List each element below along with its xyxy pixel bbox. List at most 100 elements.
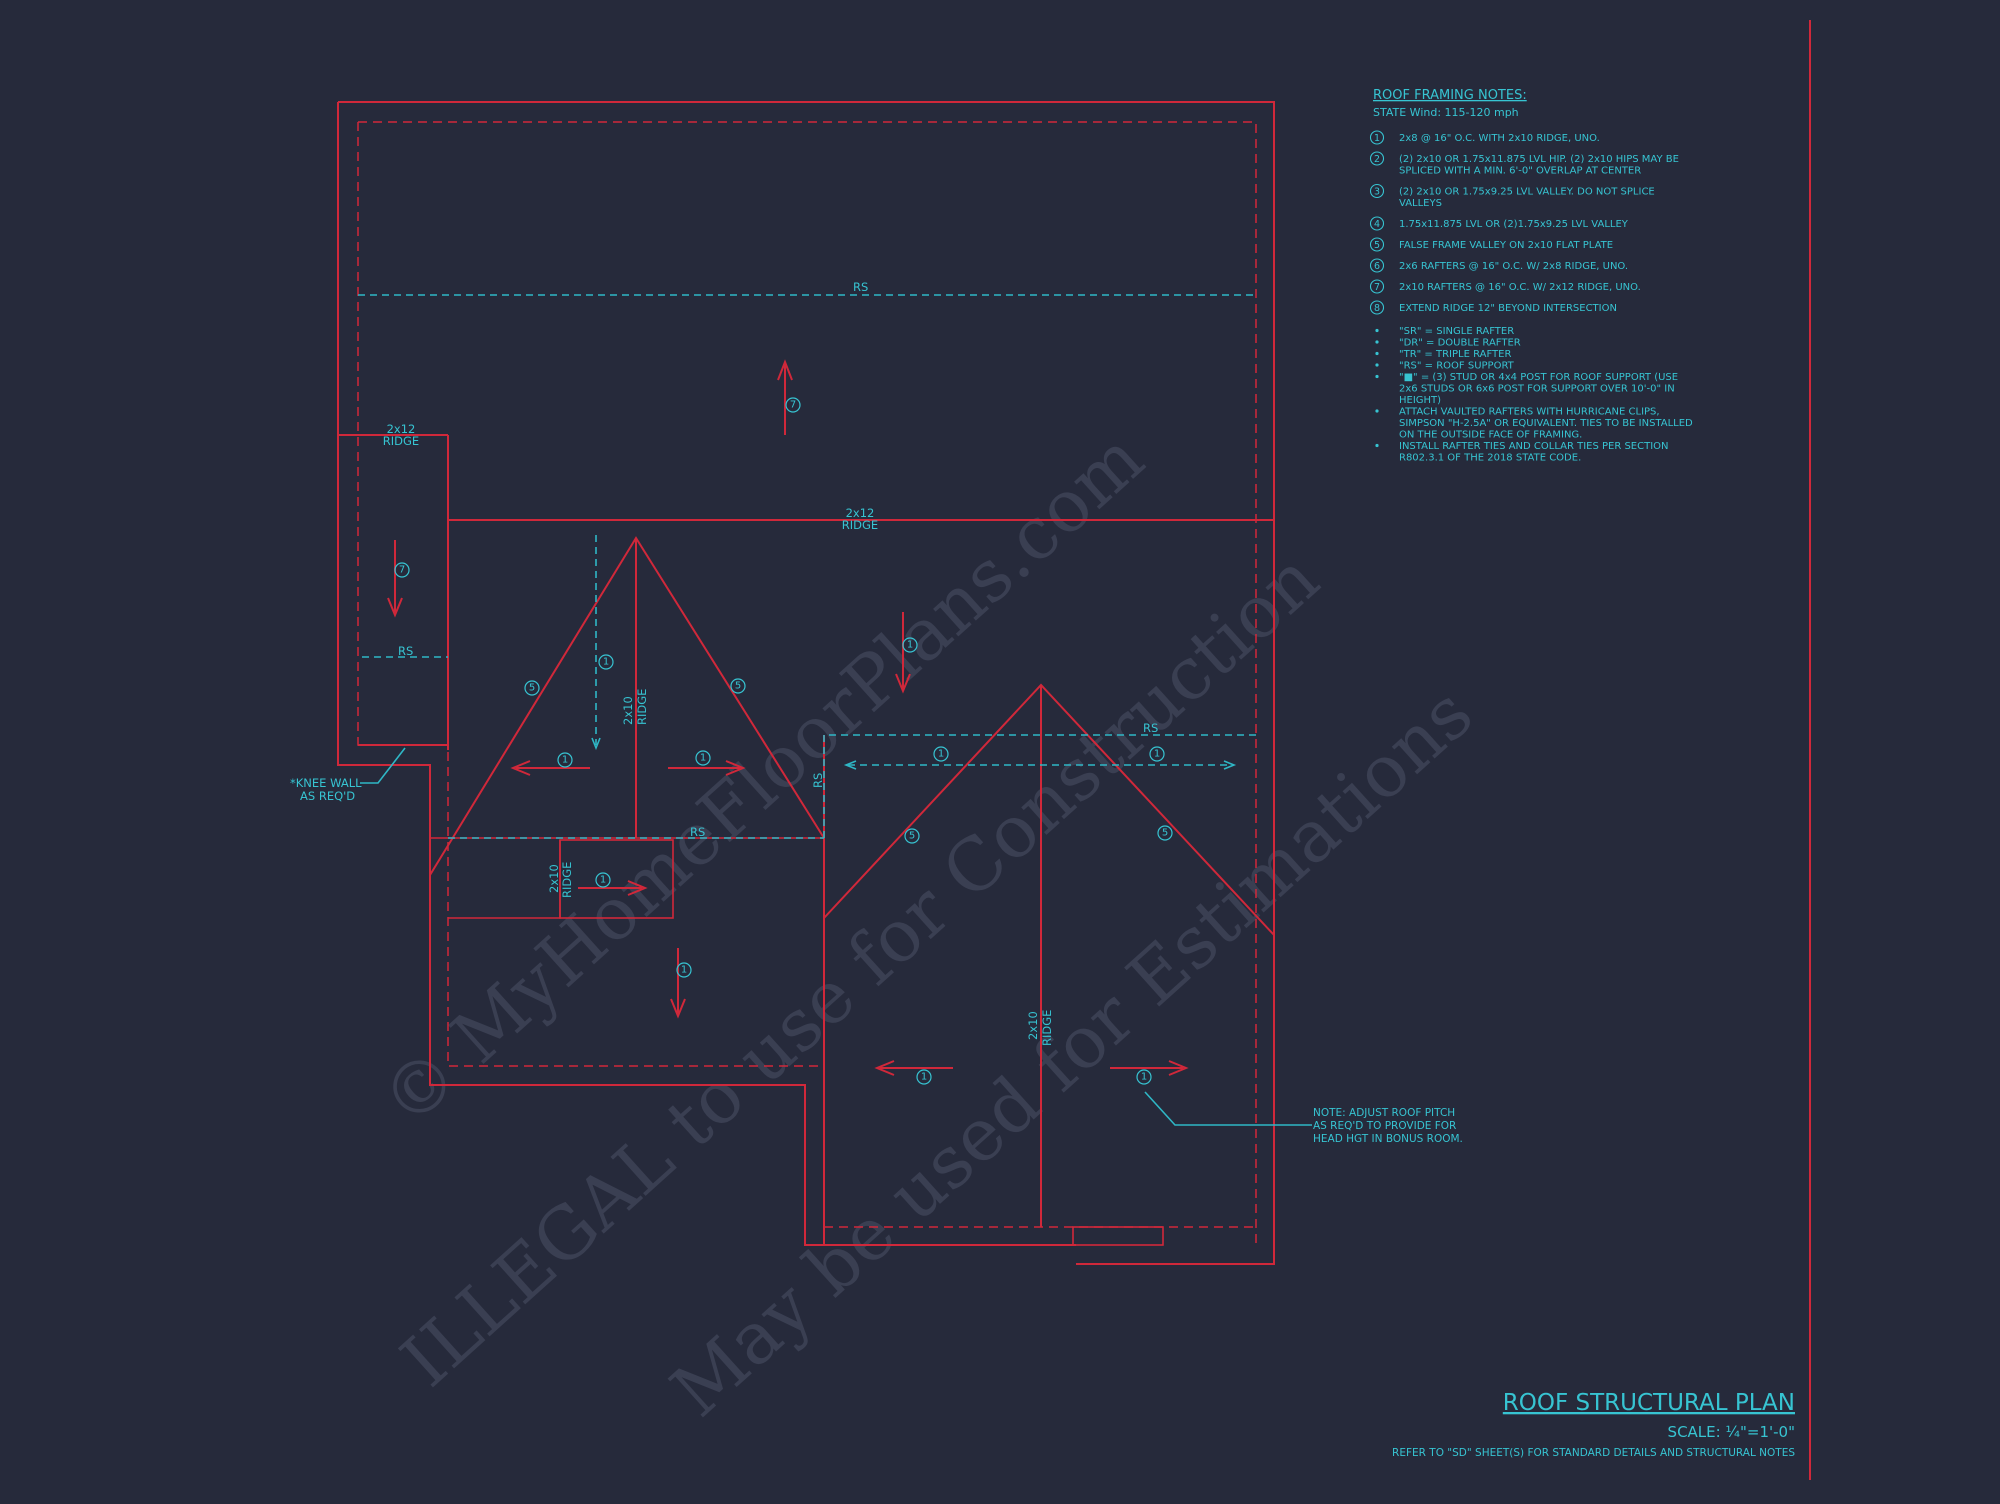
rafter-arrows (387, 359, 1189, 1076)
note-number: 1 (1374, 133, 1380, 144)
arrow-right-lower (1110, 1060, 1189, 1076)
note-number-circle (1369, 130, 1385, 145)
marker: 5 (524, 680, 540, 696)
svg-text:1: 1 (1154, 749, 1160, 760)
note-text: 1.75x11.875 LVL OR (2)1.75x9.25 LVL VALL… (1399, 219, 1629, 230)
title-block: ROOF STRUCTURAL PLAN SCALE: ¼"=1'-0" REF… (1392, 1390, 1795, 1459)
note-number: 4 (1374, 219, 1380, 230)
marker: 5 (1157, 825, 1173, 841)
arrow-up (777, 359, 793, 435)
note-text: VALLEYS (1399, 198, 1442, 209)
arrow-right-small (578, 880, 648, 896)
beam-arrow-left (843, 760, 857, 770)
marker: 1 (557, 752, 573, 768)
label-hip-ridge: RIDGE (635, 689, 649, 725)
svg-text:1: 1 (938, 749, 944, 760)
label-main-ridge-size: 2x12 (846, 506, 875, 520)
label-rs-vertical: RS (811, 773, 825, 788)
svg-text:1: 1 (603, 657, 609, 668)
svg-text:1: 1 (921, 1072, 927, 1083)
svg-text:5: 5 (1162, 828, 1168, 839)
watermark: © MyHomeFloorPlans.com ILLEGAL to use fo… (365, 416, 1488, 1433)
note-text: 2x6 RAFTERS @ 16" O.C. W/ 2x8 RIDGE, UNO… (1399, 261, 1628, 272)
bullet-item-5: "■" = (3) STUD OR 4x4 POST FOR ROOF SUPP… (1375, 372, 1678, 406)
label-rs-top: RS (853, 280, 868, 294)
label-small-ridge: RIDGE (560, 862, 574, 898)
marker: 7 (785, 397, 801, 413)
svg-text:1: 1 (600, 875, 606, 886)
marker: 1 (933, 746, 949, 762)
bullet-dot (1375, 340, 1379, 344)
bullet-item-3: "TR" = TRIPLE RAFTER (1375, 349, 1511, 360)
note-number-circle (1369, 216, 1385, 231)
note-number: 7 (1374, 282, 1380, 293)
marker: 5 (730, 678, 746, 694)
bullet-item-7: INSTALL RAFTER TIES AND COLLAR TIES PER … (1375, 441, 1669, 464)
svg-text:7: 7 (399, 565, 405, 576)
bullet-dot (1375, 351, 1379, 356)
bullet-text: INSTALL RAFTER TIES AND COLLAR TIES PER … (1399, 441, 1669, 452)
bullet-text: "RS" = ROOF SUPPORT (1399, 361, 1515, 372)
note-number: 2 (1374, 154, 1380, 165)
label-left-ridge-size: 2x12 (387, 422, 416, 436)
arrow-right-gable (668, 760, 746, 776)
marker: 1 (598, 654, 614, 670)
arrow-down-center (895, 612, 911, 694)
label-note-2: AS REQ'D TO PROVIDE FOR (1313, 1120, 1456, 1132)
svg-text:1: 1 (681, 965, 687, 976)
bullet-text: ON THE OUTSIDE FACE OF FRAMING. (1399, 430, 1582, 441)
bullet-text: R802.3.1 OF THE 2018 STATE CODE. (1399, 453, 1581, 464)
bullet-text: "DR" = DOUBLE RAFTER (1399, 338, 1521, 349)
label-left-ridge: RIDGE (383, 434, 419, 448)
outer-outline-left (337, 102, 1076, 1246)
marker: 5 (904, 828, 920, 844)
note-item-3: 3(2) 2x10 OR 1.75x9.25 LVL VALLEY. DO NO… (1369, 183, 1655, 209)
plan-scale: SCALE: ¼"=1'-0" (1668, 1423, 1795, 1441)
svg-text:1: 1 (562, 755, 568, 766)
right-bottom-step (1072, 1226, 1164, 1246)
marker: 1 (1149, 746, 1165, 762)
note-number: 5 (1374, 240, 1380, 251)
arrow-left-lower (874, 1060, 953, 1076)
bullet-text: ATTACH VAULTED RAFTERS WITH HURRICANE CL… (1399, 407, 1660, 418)
small-ridge-rect (559, 839, 674, 919)
label-knee-wall-1: *KNEE WALL (290, 776, 362, 790)
label-rs-right: RS (1143, 721, 1158, 735)
note-text: EXTEND RIDGE 12" BEYOND INTERSECTION (1399, 303, 1617, 314)
label-main-ridge: RIDGE (842, 518, 878, 532)
note-number-circle (1369, 279, 1385, 294)
bullet-dot (1375, 374, 1379, 379)
bullet-dot (1375, 328, 1379, 333)
marker: 1 (1136, 1069, 1152, 1085)
label-knee-wall-2: AS REQ'D (300, 789, 355, 803)
roof-framing-notes: ROOF FRAMING NOTES: STATE Wind: 115-120 … (1369, 88, 1693, 464)
note-number: 8 (1374, 303, 1380, 314)
note-text: (2) 2x10 OR 1.75x11.875 LVL HIP. (2) 2x1… (1399, 154, 1679, 165)
svg-text:7: 7 (790, 400, 796, 411)
bullet-text: "TR" = TRIPLE RAFTER (1399, 349, 1511, 360)
label-note-3: HEAD HGT IN BONUS ROOM. (1313, 1133, 1463, 1145)
note-number-circle (1369, 151, 1385, 166)
note-item-4: 4 1.75x11.875 LVL OR (2)1.75x9.25 LVL VAL… (1369, 216, 1629, 231)
bullet-text: "SR" = SINGLE RAFTER (1399, 326, 1514, 337)
label-right-ridge-size: 2x10 (1026, 1011, 1040, 1040)
plan-labels: RS 2x12 RIDGE 2x12 RIDGE RS 2x10 RIDGE R… (290, 280, 1463, 1145)
note-item-8: 8 EXTEND RIDGE 12" BEYOND INTERSECTION (1369, 300, 1617, 315)
note-text: SPLICED WITH A MIN. 6'-0" OVERLAP AT CEN… (1399, 166, 1641, 177)
rs-line-right (823, 734, 1256, 838)
bullet-item-2: "DR" = DOUBLE RAFTER (1375, 338, 1521, 349)
bullet-text: 2x6 STUDS OR 6x6 POST FOR SUPPORT OVER 1… (1399, 384, 1675, 395)
beam-arrow-down (591, 737, 601, 751)
svg-text:1: 1 (907, 640, 913, 651)
bullet-dot (1375, 409, 1379, 413)
label-small-ridge-size: 2x10 (547, 864, 561, 893)
marker: 1 (916, 1069, 932, 1085)
bullet-item-1: "SR" = SINGLE RAFTER (1375, 326, 1514, 337)
circled-markers: 1 1 1 1 1 1 1 1 1 1 5 5 5 5 7 7 (394, 397, 1173, 1085)
svg-text:5: 5 (735, 681, 741, 692)
